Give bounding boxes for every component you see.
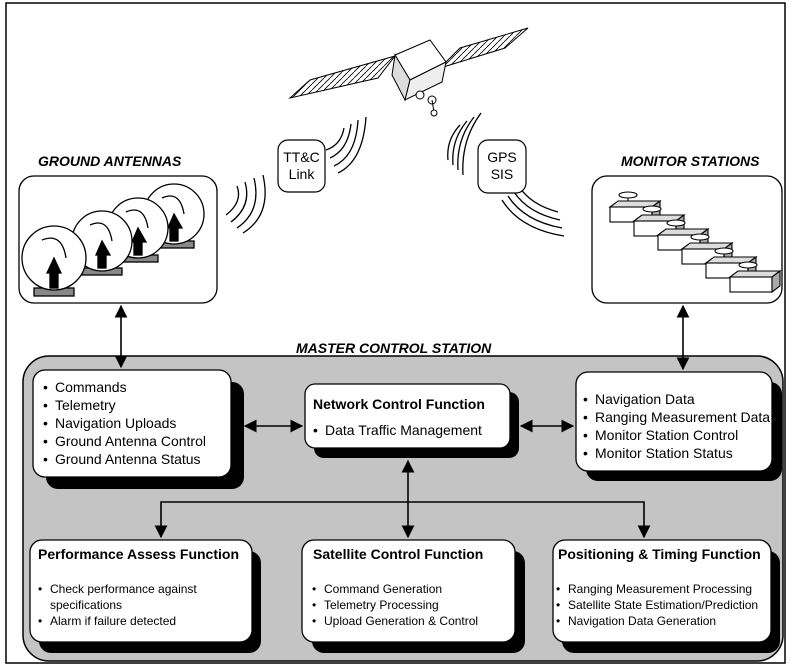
list-item: Telemetry Processing [312, 597, 478, 613]
gps-sis-label: GPS SIS [478, 149, 526, 183]
monitor-station-icons [608, 191, 782, 294]
ttc-link-label-line1: TT&C [283, 149, 320, 165]
satellite-control-function-title: Satellite Control Function [313, 546, 484, 562]
gps-sis-signal-waves [447, 112, 565, 237]
gps-sis-label-line1: GPS [487, 149, 517, 165]
list-item: Navigation Data Generation [556, 613, 758, 629]
connector-arrows [114, 304, 690, 539]
list-item: Check performance against specifications [38, 581, 248, 613]
ttc-link-label: TT&C Link [278, 149, 325, 183]
network-control-function-list: Data Traffic Management [313, 421, 482, 439]
performance-assess-function-title: Performance Assess Function [38, 546, 239, 562]
gps-satellite-icon [288, 27, 529, 117]
list-item: Ranging Measurement Data [583, 408, 770, 426]
master-control-station-title: MASTER CONTROL STATION [296, 340, 492, 356]
list-item: Satellite State Estimation/Prediction [556, 597, 758, 613]
list-item: Upload Generation & Control [312, 613, 478, 629]
list-item: Commands [43, 378, 206, 396]
ground-antennas-title: GROUND ANTENNAS [38, 153, 182, 169]
ground-antenna-functions-list: Commands Telemetry Navigation Uploads Gr… [43, 378, 206, 468]
list-item: Monitor Station Status [583, 444, 770, 462]
list-item: Telemetry [43, 396, 206, 414]
positioning-timing-function-list: Ranging Measurement Processing Satellite… [556, 581, 758, 629]
list-item: Monitor Station Control [583, 426, 770, 444]
monitor-station-functions-list: Navigation Data Ranging Measurement Data… [583, 390, 770, 462]
satellite-control-function-list: Command Generation Telemetry Processing … [312, 581, 478, 629]
gps-sis-label-line2: SIS [490, 166, 514, 182]
outer-frame [5, 2, 786, 664]
ttc-link-box [277, 139, 326, 193]
performance-assess-function-list: Check performance against specifications… [38, 581, 248, 629]
ttc-link-label-line2: Link [288, 166, 315, 182]
ground-antenna-icons [21, 183, 205, 297]
list-item: Navigation Uploads [43, 414, 206, 432]
list-item: Alarm if failure detected [38, 613, 248, 629]
list-item: Ground Antenna Status [43, 450, 206, 468]
list-item: Data Traffic Management [313, 421, 482, 439]
list-item: Ground Antenna Control [43, 432, 206, 450]
function-distribution-bus [154, 501, 651, 539]
network-control-function-title: Network Control Function [313, 396, 485, 412]
positioning-timing-function-title: Positioning & Timing Function [558, 546, 761, 562]
list-item: Ranging Measurement Processing [556, 581, 758, 597]
list-item: Navigation Data [583, 390, 770, 408]
gps-sis-box [477, 139, 527, 194]
list-item: Command Generation [312, 581, 478, 597]
monitor-stations-title: MONITOR STATIONS [621, 153, 760, 169]
ttc-signal-waves [225, 116, 367, 234]
